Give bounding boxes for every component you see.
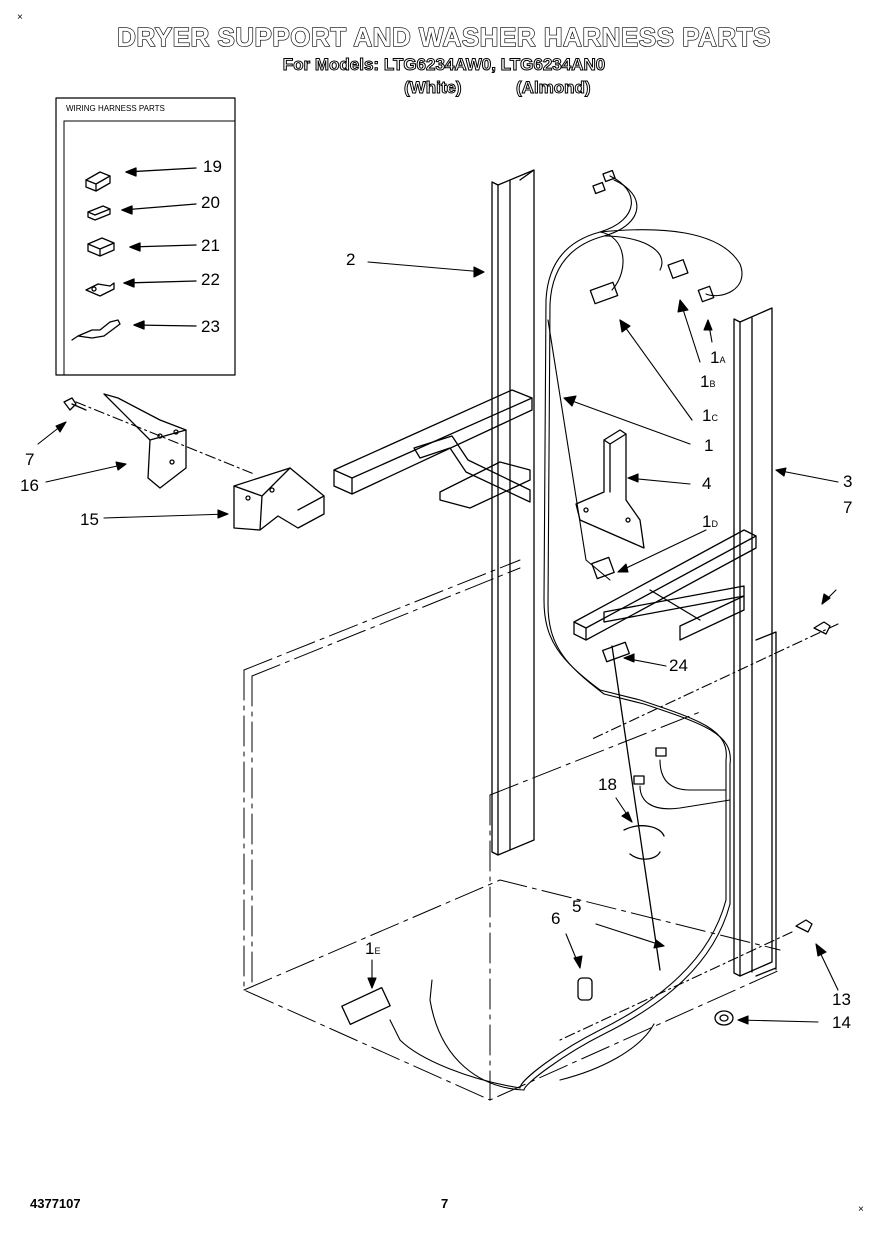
bracket-part-15 <box>233 467 325 531</box>
callout-1d-number: 1 <box>702 512 712 531</box>
callout-3: 3 <box>843 472 853 491</box>
callout-18: 18 <box>598 775 617 794</box>
callout-7-left: 7 <box>25 450 35 469</box>
callout-1a-sub: A <box>719 355 726 365</box>
callout-7-right: 7 <box>843 498 853 517</box>
screw-part-13 <box>795 919 813 933</box>
variant-white-label: (White) <box>404 78 463 98</box>
callout-1d-sub: D <box>711 519 718 529</box>
connector-part-20-icon <box>87 205 111 221</box>
callout-arrows <box>37 261 839 1041</box>
left-support-channel <box>491 169 535 856</box>
callout-1e-sub: E <box>374 946 381 956</box>
right-support-channel <box>733 307 777 977</box>
callout-23: 23 <box>201 317 220 336</box>
callout-20: 20 <box>201 193 220 212</box>
corner-mark-top-left: × <box>17 12 23 23</box>
upper-cross-brace <box>333 389 533 509</box>
terminal-part-22-icon <box>85 282 115 297</box>
wiring-harness-parts-inset <box>55 97 236 376</box>
callout-1c-number: 1 <box>702 406 712 425</box>
screw-part-7-right <box>813 621 831 635</box>
callout-15: 15 <box>80 510 99 529</box>
models-line: For Models: LTG6234AW0, LTG6234AN0 <box>282 55 606 75</box>
callout-2: 2 <box>346 250 356 269</box>
callout-1d: 1D <box>702 512 718 532</box>
callout-1c-sub: C <box>711 413 718 423</box>
callout-1c: 1C <box>702 406 718 426</box>
callout-19: 19 <box>203 157 222 176</box>
callout-16: 16 <box>20 476 39 495</box>
wiring-harness-part-1 <box>389 175 743 1091</box>
callout-1: 1 <box>704 436 714 455</box>
harness-connectors <box>341 169 715 1026</box>
callout-1a-number: 1 <box>710 348 720 367</box>
variant-almond-label: (Almond) <box>516 78 592 98</box>
callout-1e: 1E <box>365 939 380 959</box>
callout-4: 4 <box>702 474 712 493</box>
page-title: DRYER SUPPORT AND WASHER HARNESS PARTS <box>117 21 771 52</box>
washer-cabinet-outline <box>243 559 781 1101</box>
bracket-part-16 <box>103 393 187 489</box>
callout-1b-number: 1 <box>700 372 710 391</box>
callout-1b: 1B <box>700 372 715 392</box>
screw-part-7-left <box>63 397 87 411</box>
callout-1b-sub: B <box>709 379 716 389</box>
callout-1a: 1A <box>710 348 725 368</box>
callout-24: 24 <box>669 656 688 675</box>
nut-part-14 <box>714 1010 734 1026</box>
connector-part-21-icon <box>87 237 115 257</box>
document-number: 4377107 <box>30 1196 81 1211</box>
callout-21: 21 <box>201 236 220 255</box>
lower-cross-brace <box>573 529 757 641</box>
terminal-part-23-icon <box>71 319 121 341</box>
callout-6: 6 <box>551 909 561 928</box>
callout-5: 5 <box>572 897 582 916</box>
connector-part-19-icon <box>85 171 111 192</box>
callout-14: 14 <box>832 1013 851 1032</box>
inset-box-title: WIRING HARNESS PARTS <box>66 104 165 113</box>
callout-13: 13 <box>832 990 851 1009</box>
corner-mark-bottom-right: × <box>858 1204 864 1215</box>
callout-1e-number: 1 <box>365 939 375 958</box>
callout-22: 22 <box>201 270 220 289</box>
page-number: 7 <box>441 1196 449 1211</box>
bracket-part-4 <box>575 429 645 549</box>
